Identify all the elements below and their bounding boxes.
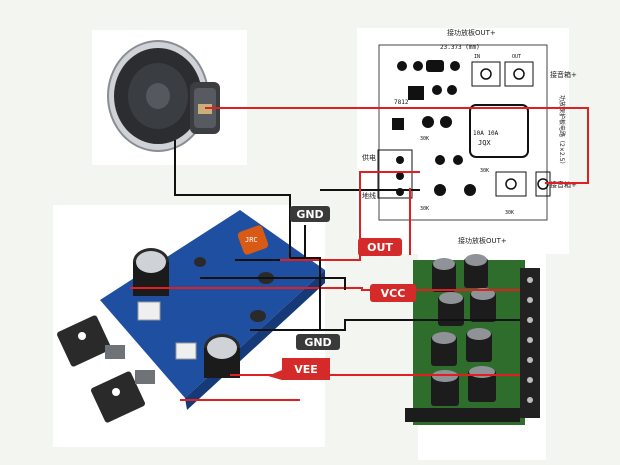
schematic-out-bottom: 接功放板OUT+ bbox=[458, 236, 507, 245]
wire-speaker-plus bbox=[205, 107, 589, 184]
tag-out-text: OUT bbox=[367, 241, 393, 254]
schematic-relay-rating: 10A 10A bbox=[473, 130, 499, 137]
schematic-out-label: OUT bbox=[512, 54, 521, 60]
schematic-speaker-plus-1: 接音箱+ bbox=[550, 70, 577, 79]
amplifier-board-icon: JRC bbox=[57, 210, 325, 423]
wire-gnd-bottom-b bbox=[290, 257, 321, 330]
tag-vee: VEE bbox=[268, 358, 330, 380]
tag-vcc: VCC bbox=[370, 284, 416, 302]
schematic-part-30k-c: 30K bbox=[505, 210, 514, 216]
schematic-in-label: IN bbox=[474, 54, 480, 60]
wire-vcc-b bbox=[200, 277, 346, 290]
tag-gnd-bottom-text: GND bbox=[304, 336, 331, 349]
amp-cap-brand: JRC bbox=[245, 236, 258, 244]
tag-gnd-bottom: GND bbox=[296, 334, 340, 350]
power-supply-board-icon bbox=[405, 254, 540, 425]
protection-schematic-icon bbox=[377, 60, 551, 199]
schematic-ground-label: 地线 bbox=[362, 191, 376, 200]
wires bbox=[130, 107, 589, 401]
schematic-part-30k-d: 30K bbox=[420, 206, 429, 212]
tag-vee-text: VEE bbox=[294, 363, 318, 376]
schematic-part-30k: 30K bbox=[480, 168, 489, 174]
schematic-speaker-plus-2: 接音箱+ bbox=[550, 180, 577, 189]
power-supply-board-photo bbox=[405, 250, 546, 460]
schematic-dimension: 23.373 (mm) bbox=[440, 44, 480, 51]
tag-out: OUT bbox=[358, 238, 402, 256]
tag-gnd-top-text: GND bbox=[296, 208, 323, 221]
speaker-photo bbox=[92, 30, 247, 165]
wire-speaker-ground bbox=[174, 140, 291, 258]
protection-schematic: 接功放板OUT+ 23.373 (mm) 7812 10A 10A JQX IN… bbox=[357, 28, 577, 254]
tag-gnd-top: GND bbox=[290, 206, 330, 222]
schematic-side-text: 功放保护板电路（2×2.5） bbox=[558, 95, 566, 167]
wire-vcc bbox=[130, 287, 520, 291]
amplifier-board-photo: JRC bbox=[53, 205, 325, 447]
wire-gnd-bottom bbox=[250, 319, 520, 331]
schematic-part-30k-b: 30K bbox=[420, 136, 429, 142]
tag-vcc-text: VCC bbox=[381, 287, 406, 300]
schematic-power-label: 供电 bbox=[362, 153, 376, 162]
schematic-relay-label: JQX bbox=[478, 139, 491, 147]
schematic-out-top: 接功放板OUT+ bbox=[447, 28, 496, 37]
schematic-ic-label: 7812 bbox=[394, 99, 409, 106]
